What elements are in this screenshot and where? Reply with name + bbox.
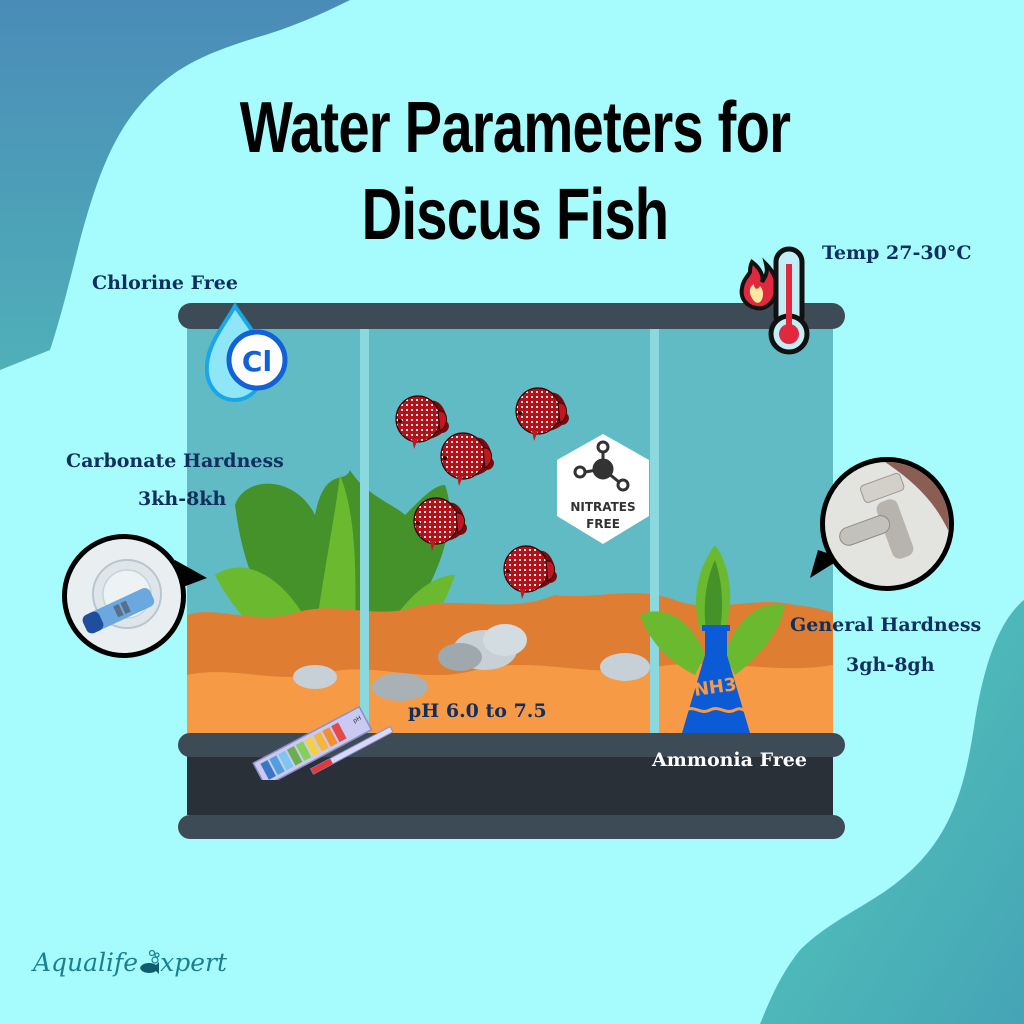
carbonate-hardness-label: Carbonate Hardness: [66, 450, 284, 472]
ammonia-free-label: Ammonia Free: [652, 749, 807, 771]
aqualife-expert-logo: Aqualife xpert: [33, 948, 227, 977]
general-hardness-value: 3gh-8gh: [846, 654, 935, 676]
temperature-label: Temp 27-30°C: [822, 242, 972, 264]
fish-bubbles-logo-icon: [140, 949, 160, 974]
discus-fish-group: [395, 387, 570, 600]
chlorine-drop-icon: Cl: [205, 302, 288, 403]
discus-fish: [395, 395, 450, 450]
svg-text:pH: pH: [352, 715, 363, 725]
chlorine-free-label: Chlorine Free: [92, 272, 238, 294]
thermometer-flame-icon: [739, 246, 810, 355]
nh3-flask-icon: NH3: [640, 545, 785, 733]
svg-text:Cl: Cl: [242, 345, 272, 378]
discus-fish: [440, 432, 495, 487]
kh-test-kit-photo: [62, 534, 186, 658]
logo-text-left: Aqualife: [33, 948, 139, 977]
logo-text-right: xpert: [160, 948, 228, 977]
page-title-line-2: Discus Fish: [361, 175, 669, 255]
ph-range-label: pH 6.0 to 7.5: [408, 700, 547, 722]
molecule-icon: [573, 440, 630, 492]
nitrates-free-badge: NITRATES FREE: [557, 434, 649, 544]
discus-fish: [503, 545, 558, 600]
svg-text:NITRATES: NITRATES: [570, 500, 635, 514]
ph-test-strip-icon: pH: [252, 705, 394, 780]
discus-fish: [413, 497, 468, 552]
svg-text:FREE: FREE: [586, 517, 620, 531]
faucet-limescale-photo: [820, 457, 954, 591]
general-hardness-label: General Hardness: [790, 614, 982, 636]
carbonate-hardness-value: 3kh-8kh: [138, 488, 227, 510]
page-title-line-1: Water Parameters for: [239, 88, 791, 168]
